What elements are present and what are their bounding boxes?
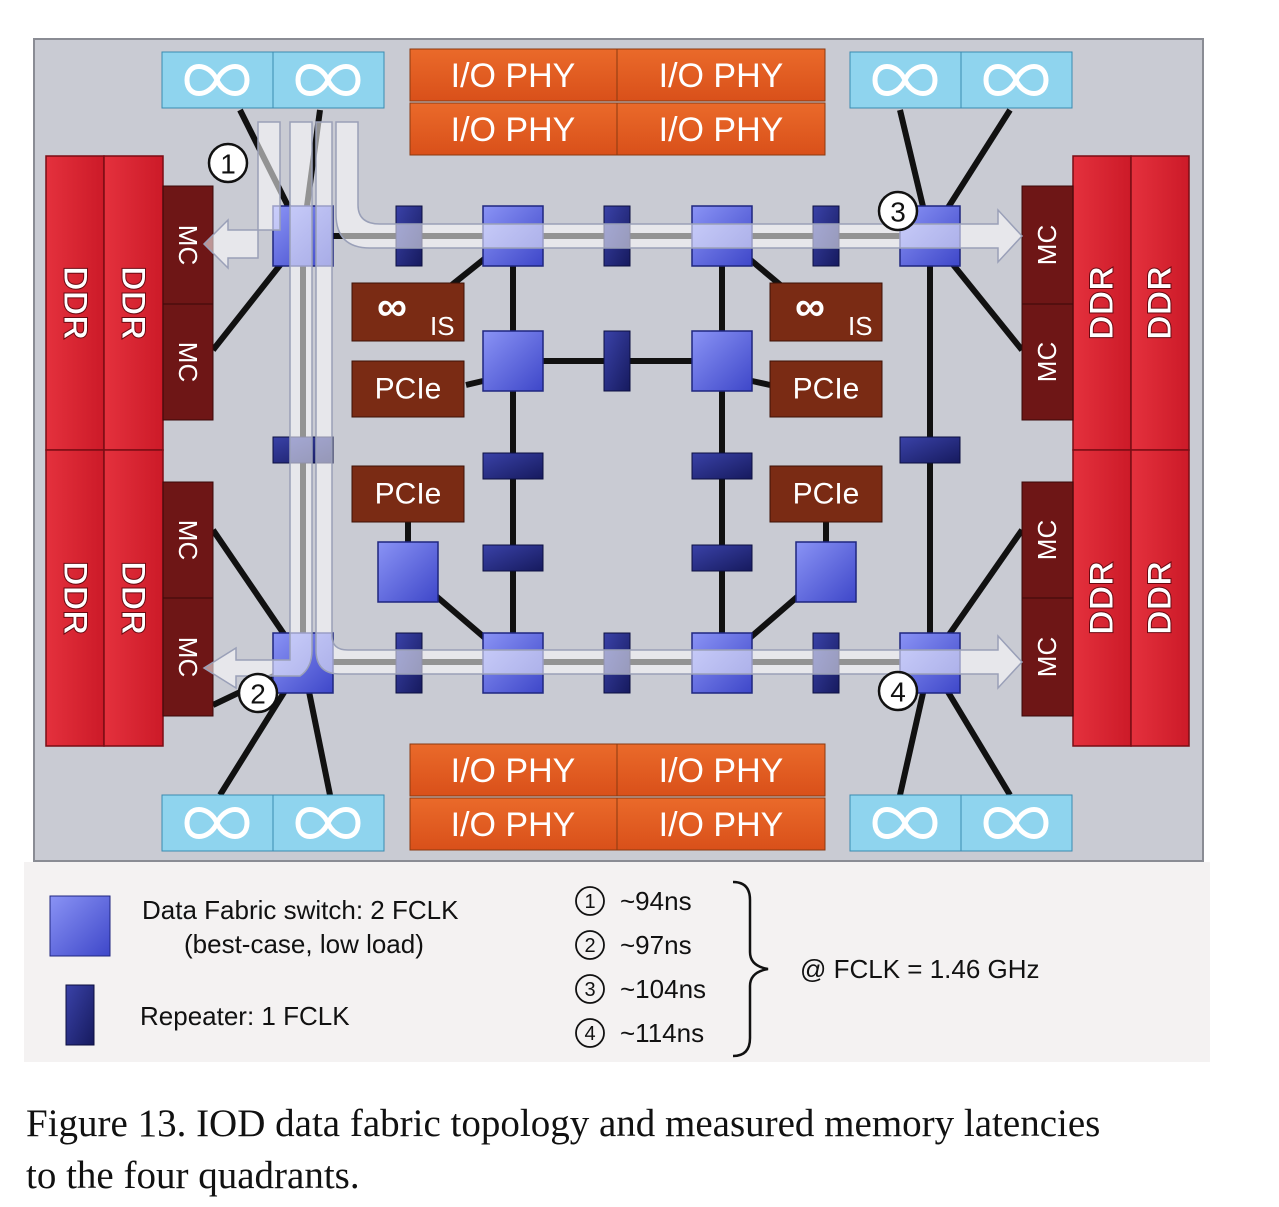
marker-4: 4 <box>890 677 906 708</box>
fabric-switch <box>795 541 857 603</box>
legend-switch-sub: (best-case, low load) <box>184 929 424 959</box>
marker-3: 3 <box>890 197 906 228</box>
mc-label: MC <box>173 342 203 382</box>
ddr-label: DDR <box>1083 266 1121 340</box>
infinity-link-icon <box>161 794 274 852</box>
latency-marker-1: 1 <box>584 891 595 913</box>
figure-caption: Figure 13. IOD data fabric topology and … <box>26 1098 1256 1202</box>
repeater <box>603 330 631 392</box>
infinity-link-icon <box>849 51 962 109</box>
is-block-left <box>351 282 465 342</box>
marker-1: 1 <box>220 149 236 180</box>
mc-label: MC <box>173 225 203 265</box>
ddr-left: DDR DDR DDR DDR <box>45 155 164 747</box>
pcie-label: PCIe <box>375 478 442 511</box>
io-phy-label: I/O PHY <box>659 752 784 790</box>
infinity-is-blocks: ∞ IS ∞ IS <box>351 282 883 342</box>
latency-4: ~114ns <box>620 1018 704 1048</box>
pcie-blocks: PCIe PCIe PCIe PCIe <box>351 360 883 523</box>
caption-line-2: to the four quadrants. <box>26 1154 360 1197</box>
infinity-link-icon <box>960 51 1073 109</box>
io-phy-label: I/O PHY <box>451 57 576 95</box>
io-phy-top: I/O PHY I/O PHY I/O PHY I/O PHY <box>409 48 826 156</box>
latency-3: ~104ns <box>620 974 706 1004</box>
pcie-label: PCIe <box>793 478 860 511</box>
infinity-links <box>161 51 1073 852</box>
infinity-link-icon <box>960 794 1073 852</box>
io-phy-label: I/O PHY <box>659 111 784 149</box>
mc-label: MC <box>1032 637 1062 677</box>
is-label: IS <box>430 311 455 341</box>
io-phy-label: I/O PHY <box>451 806 576 844</box>
mc-label: MC <box>1032 342 1062 382</box>
is-block-right <box>769 282 883 342</box>
mc-label: MC <box>173 520 203 560</box>
latency-paths <box>202 121 1024 690</box>
ddr-label: DDR <box>114 266 152 340</box>
latency-marker-4: 4 <box>584 1023 595 1045</box>
ddr-label: DDR <box>1083 561 1121 635</box>
is-label: IS <box>848 311 873 341</box>
ddr-label: DDR <box>56 266 94 340</box>
ddr-label: DDR <box>56 561 94 635</box>
ddr-label: DDR <box>1141 561 1179 635</box>
marker-2: 2 <box>250 679 266 710</box>
ddr-label: DDR <box>114 561 152 635</box>
infinity-link-icon <box>161 51 274 109</box>
latency-marker-2: 2 <box>584 935 595 957</box>
mc-label: MC <box>1032 225 1062 265</box>
infinity-link-icon <box>849 794 962 852</box>
io-phy-label: I/O PHY <box>659 57 784 95</box>
pcie-label: PCIe <box>793 373 860 406</box>
pcie-label: PCIe <box>375 373 442 406</box>
ddr-right: DDR DDR DDR DDR <box>1072 155 1190 747</box>
latency-1: ~94ns <box>620 886 692 916</box>
repeater <box>691 452 753 480</box>
ddr-label: DDR <box>1141 266 1179 340</box>
legend-switch-label: Data Fabric switch: 2 FCLK <box>142 895 459 925</box>
mc-left: MC MC MC MC <box>162 185 214 717</box>
repeater <box>899 436 961 464</box>
io-phy-bottom: I/O PHY I/O PHY I/O PHY I/O PHY <box>409 743 826 851</box>
mc-label: MC <box>1032 520 1062 560</box>
fclk-frequency: @ FCLK = 1.46 GHz <box>800 954 1040 984</box>
caption-line-1: Figure 13. IOD data fabric topology and … <box>26 1102 1101 1145</box>
repeater <box>691 544 753 572</box>
mc-label: MC <box>173 637 203 677</box>
legend-repeater-label: Repeater: 1 FCLK <box>140 1001 350 1031</box>
infinity-icon: ∞ <box>377 283 407 330</box>
repeater <box>482 544 544 572</box>
repeater <box>482 452 544 480</box>
latency-marker-3: 3 <box>584 979 595 1001</box>
infinity-icon: ∞ <box>795 283 825 330</box>
infinity-link-icon <box>272 794 385 852</box>
legend: Data Fabric switch: 2 FCLK (best-case, l… <box>24 862 1210 1062</box>
io-phy-label: I/O PHY <box>659 806 784 844</box>
infinity-link-icon <box>272 51 385 109</box>
path-markers: 1 2 3 4 <box>207 142 919 714</box>
latency-2: ~97ns <box>620 930 692 960</box>
fabric-switch <box>691 330 753 392</box>
latency-brace <box>732 880 769 1058</box>
fabric-topology-diagram: DDR DDR DDR DDR MC MC MC MC DDR DDR DDR … <box>24 38 1210 1062</box>
io-phy-label: I/O PHY <box>451 111 576 149</box>
legend-switch-swatch <box>49 895 111 957</box>
fabric-switch <box>482 330 544 392</box>
mc-right: MC MC MC MC <box>1021 185 1074 717</box>
fabric-switch <box>377 541 439 603</box>
io-phy-label: I/O PHY <box>451 752 576 790</box>
legend-repeater-swatch <box>65 984 95 1046</box>
